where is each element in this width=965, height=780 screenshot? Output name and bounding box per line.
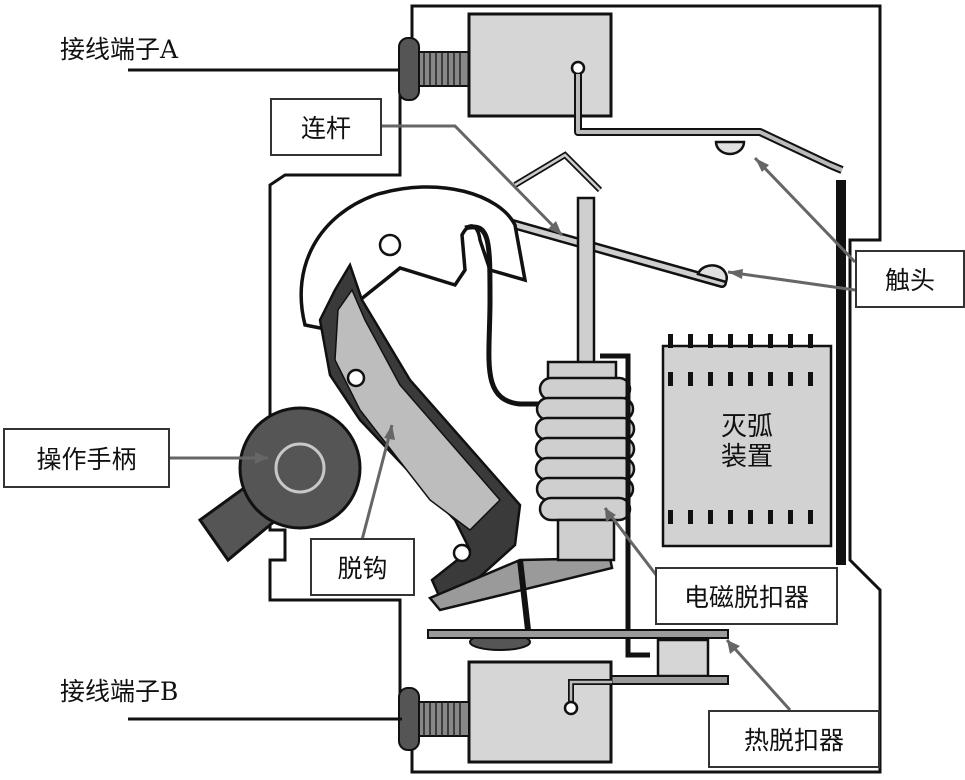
contact-label: 触头 <box>855 250 965 308</box>
terminal-a-thread-lines <box>423 52 461 86</box>
arc-chute-label-line2: 装置 <box>720 441 773 472</box>
terminal-b-screw-thread <box>418 701 470 737</box>
moving-contact-point <box>696 264 728 284</box>
coil-wire <box>600 353 650 658</box>
terminal-a-block <box>467 12 613 118</box>
leader-link-rod <box>382 124 564 237</box>
terminal-a-label: 接线端子A <box>60 35 179 64</box>
handle-label: 操作手柄 <box>3 428 170 488</box>
leader-magnetic <box>603 507 662 581</box>
arc-chute-label-line1: 灭弧 <box>720 412 773 442</box>
magnetic-release-label: 电磁脱扣器 <box>655 567 838 625</box>
arc-chute-label: 灭弧 装置 <box>687 412 807 473</box>
bimetal-strip <box>427 629 729 639</box>
terminal-a-screw-head <box>398 37 420 101</box>
thermal-release-block <box>656 638 710 678</box>
leader-contact-moving <box>727 270 856 292</box>
leader-arrowheads <box>255 158 769 654</box>
plunger-rod <box>576 196 596 375</box>
terminal-a-screw-thread <box>418 51 470 87</box>
link-rod-label: 连杆 <box>270 98 382 156</box>
latch-pin <box>517 559 531 631</box>
terminal-b-block <box>467 660 613 764</box>
leader-thermal <box>725 638 792 712</box>
handle-knob <box>238 406 362 530</box>
latch-label: 脱钩 <box>310 538 415 596</box>
arc-chute-wall <box>836 180 846 565</box>
magnetic-release-coil <box>534 376 636 522</box>
leader-contact-fixed <box>753 156 857 264</box>
arc-chute-teeth <box>668 334 813 524</box>
mechanism-wire <box>464 224 545 407</box>
leader-lines <box>170 124 857 712</box>
thermal-release-label: 热脱扣器 <box>708 710 880 768</box>
leader-latch <box>360 424 394 541</box>
terminal-b-thread-lines <box>423 702 461 736</box>
fixed-contact-point <box>714 140 746 156</box>
terminal-b-label: 接线端子B <box>60 677 179 706</box>
